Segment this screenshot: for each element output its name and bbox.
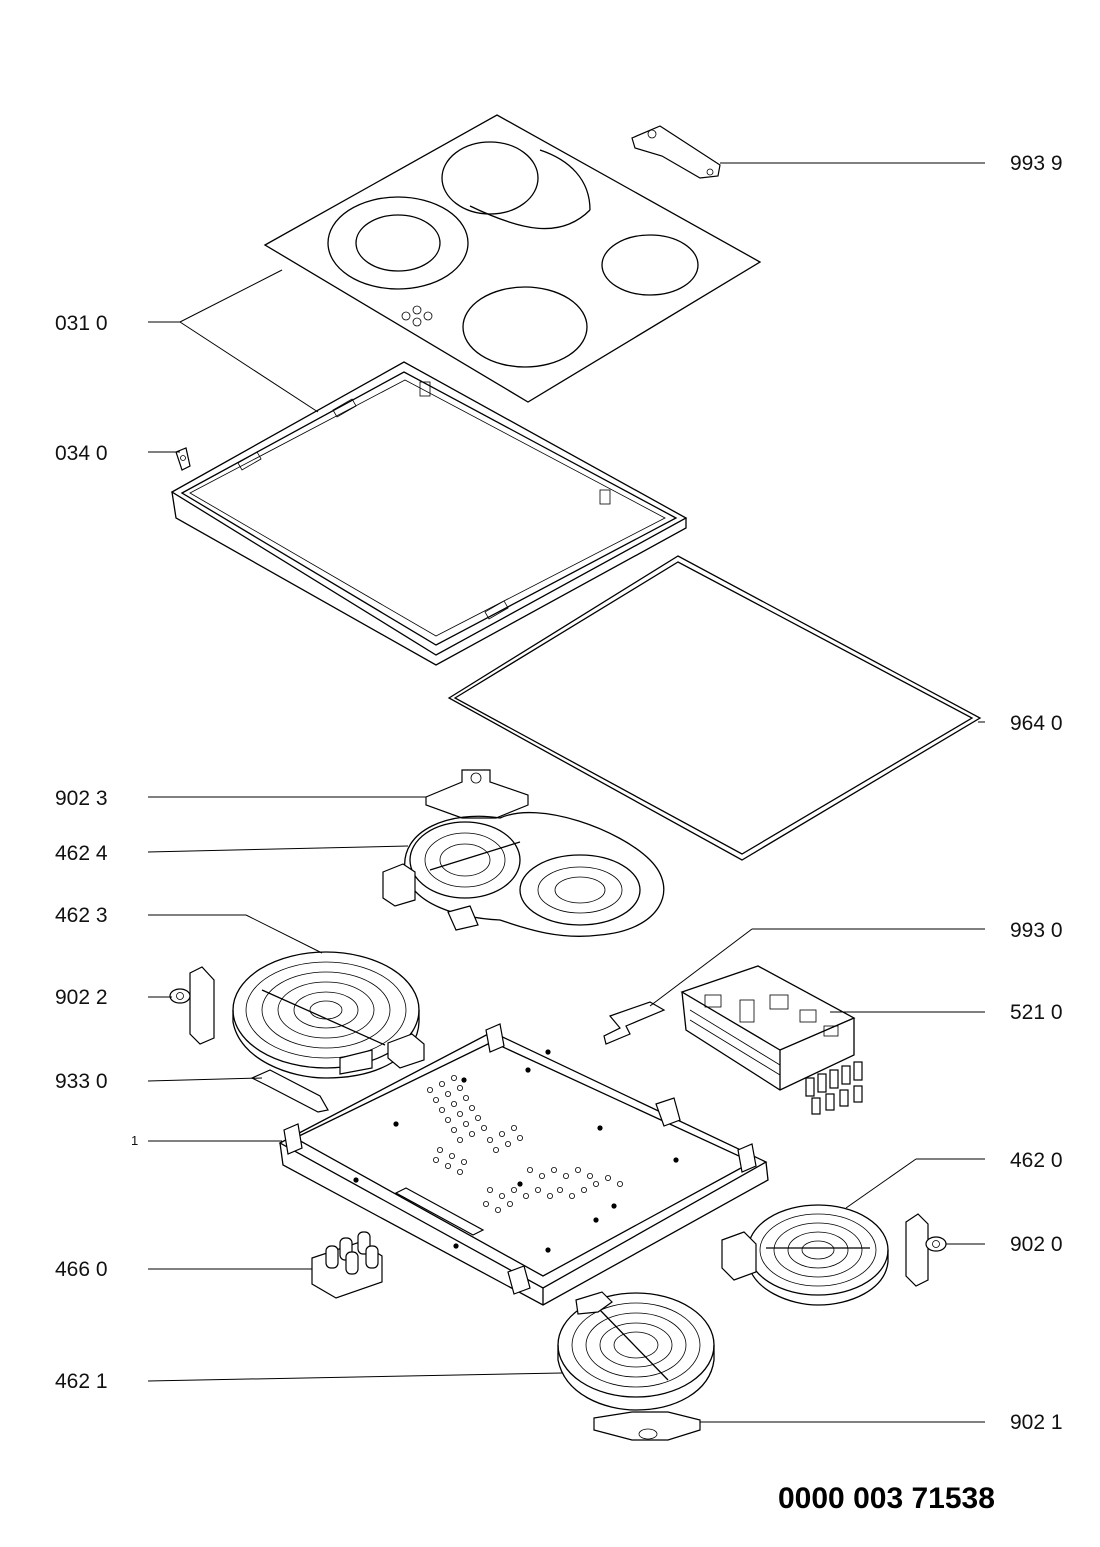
label-902-0: 902 0 bbox=[1010, 1233, 1063, 1256]
label-462-3: 462 3 bbox=[55, 904, 108, 927]
heater-bracket-top bbox=[425, 769, 529, 819]
terminal-bracket bbox=[250, 1069, 329, 1113]
label-1: 1 bbox=[131, 1133, 138, 1148]
label-462-4: 462 4 bbox=[55, 842, 108, 865]
heater-bracket-right bbox=[905, 1213, 947, 1287]
frame-clip bbox=[175, 447, 191, 471]
tray-hole-pattern bbox=[426, 1075, 624, 1214]
round-heater-large-left bbox=[232, 951, 425, 1079]
label-521-0: 521 0 bbox=[1010, 1001, 1063, 1024]
glass-cooktop bbox=[263, 114, 762, 403]
leader-lines bbox=[147, 162, 985, 1423]
module-clip bbox=[603, 1001, 666, 1045]
heater-bracket-left bbox=[169, 966, 215, 1045]
label-031-0: 031 0 bbox=[55, 312, 108, 335]
cooktop-frame bbox=[170, 361, 688, 666]
heater-bracket-bottom bbox=[593, 1411, 701, 1441]
dual-oval-heater bbox=[382, 811, 665, 937]
control-module bbox=[680, 965, 863, 1115]
label-466-0: 466 0 bbox=[55, 1258, 108, 1281]
label-902-2: 902 2 bbox=[55, 986, 108, 1009]
label-902-1: 902 1 bbox=[1010, 1411, 1063, 1434]
label-933-0: 933 0 bbox=[55, 1070, 108, 1093]
gasket-seal bbox=[447, 555, 982, 861]
base-tray bbox=[278, 1023, 769, 1306]
label-993-9: 993 9 bbox=[1010, 152, 1063, 175]
label-462-0: 462 0 bbox=[1010, 1149, 1063, 1172]
label-034-0: 034 0 bbox=[55, 442, 108, 465]
round-heater-right bbox=[721, 1204, 889, 1306]
part-labels: 993 9 031 0 034 0 964 0 902 3 462 4 462 … bbox=[55, 152, 1063, 1434]
label-462-1: 462 1 bbox=[55, 1370, 108, 1393]
top-bracket bbox=[631, 125, 721, 179]
terminal-block bbox=[311, 1231, 383, 1299]
label-993-0: 993 0 bbox=[1010, 919, 1063, 942]
document-number: 0000 003 71538 bbox=[778, 1482, 995, 1515]
label-964-0: 964 0 bbox=[1010, 712, 1063, 735]
label-902-3: 902 3 bbox=[55, 787, 108, 810]
round-heater-large-bottom bbox=[557, 1291, 715, 1411]
